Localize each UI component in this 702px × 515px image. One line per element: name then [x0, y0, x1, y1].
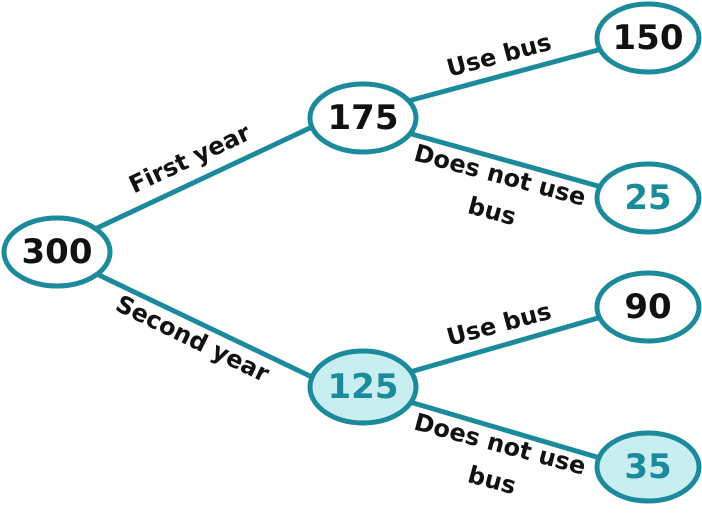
leaf-second-use-bus-value: 90	[624, 287, 671, 327]
edge-label-second-year: Second year	[111, 290, 273, 388]
node-first-year: 175	[307, 81, 419, 155]
leaf-second-not-bus-value: 35	[624, 447, 671, 487]
leaf-first-not-bus: 25	[594, 161, 702, 235]
edge-label-second-use-bus: Use bus	[444, 297, 555, 352]
node-root-value: 300	[22, 232, 93, 272]
edge-second-year-not-bus	[407, 399, 603, 461]
edge-label-first-not-bus-line2: bus	[465, 191, 519, 231]
edge-root-first-year	[75, 124, 315, 240]
node-second-year-value: 125	[328, 367, 399, 407]
edge-label-second-not-bus-line2: bus	[465, 460, 519, 500]
leaf-second-not-bus: 35	[594, 430, 702, 504]
node-second-year: 125	[307, 348, 419, 426]
node-root: 300	[1, 215, 113, 289]
leaf-second-use-bus: 90	[594, 270, 702, 344]
node-first-year-value: 175	[328, 98, 399, 138]
leaf-first-not-bus-value: 25	[624, 178, 671, 218]
leaf-first-use-bus-value: 150	[613, 18, 684, 58]
leaf-first-use-bus: 150	[594, 1, 702, 75]
edge-second-year-use-bus	[407, 315, 601, 375]
edge-first-year-use-bus	[405, 47, 601, 104]
edge-root-second-year	[75, 262, 317, 381]
edge-first-year-not-bus	[405, 130, 601, 189]
